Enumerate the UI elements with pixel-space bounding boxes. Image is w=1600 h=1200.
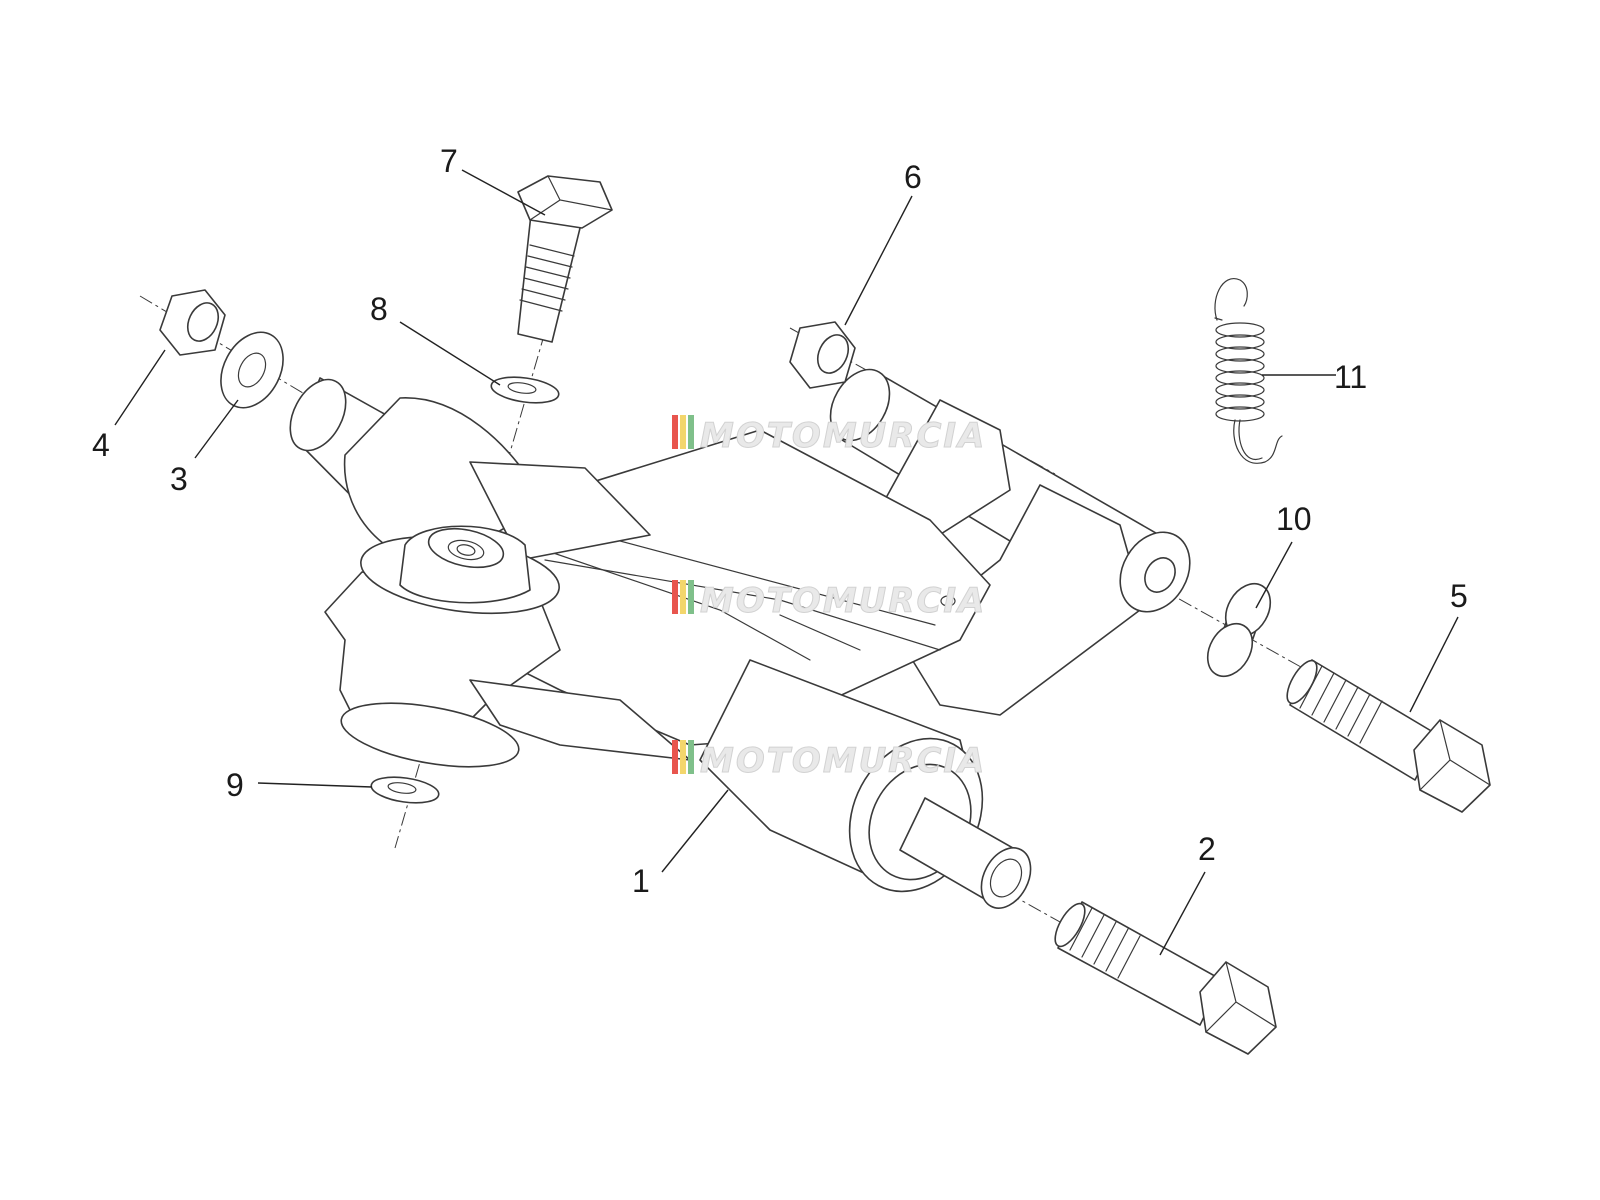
leader-9 bbox=[257, 782, 373, 788]
watermark-stripe-yellow bbox=[680, 580, 686, 614]
leader-2 bbox=[1159, 871, 1206, 956]
leader-4 bbox=[114, 349, 166, 426]
watermark-stripe-yellow bbox=[680, 415, 686, 449]
nut-6 bbox=[789, 321, 856, 389]
watermark-stripe-green bbox=[688, 740, 694, 774]
watermark-text: MOTOMURCIA bbox=[700, 741, 986, 781]
watermark-text: MOTOMURCIA bbox=[700, 416, 986, 456]
callout-5: 5 bbox=[1450, 578, 1468, 614]
leader-5 bbox=[1409, 616, 1459, 713]
callout-8: 8 bbox=[370, 291, 388, 327]
washer-8 bbox=[490, 376, 560, 404]
callout-7: 7 bbox=[440, 143, 458, 179]
washer-3 bbox=[220, 331, 284, 409]
bolt-5 bbox=[1286, 659, 1491, 813]
bushing-10 bbox=[1206, 582, 1272, 678]
callout-6: 6 bbox=[904, 159, 922, 195]
callout-4: 4 bbox=[92, 427, 110, 463]
callout-1: 1 bbox=[632, 863, 650, 899]
callout-10: 10 bbox=[1276, 501, 1312, 537]
callout-2: 2 bbox=[1198, 831, 1216, 867]
watermark: MOTOMURCIA bbox=[672, 580, 986, 622]
callouts: 1 2 3 4 5 6 7 8 9 10 11 bbox=[92, 143, 1468, 899]
nut-4 bbox=[159, 289, 226, 356]
leader-6 bbox=[844, 195, 913, 326]
bolt-7 bbox=[517, 175, 613, 343]
watermark-stripe-red bbox=[672, 740, 678, 774]
bolt-2 bbox=[1054, 901, 1277, 1055]
watermark-group: MOTOMURCIA MOTOMURCIA MOTOMURCIA bbox=[672, 415, 986, 782]
leader-3 bbox=[194, 399, 239, 459]
watermark-stripe-yellow bbox=[680, 740, 686, 774]
leader-7 bbox=[461, 169, 546, 216]
watermark-stripe-green bbox=[688, 580, 694, 614]
leader-1 bbox=[661, 789, 729, 873]
watermark: MOTOMURCIA bbox=[672, 740, 986, 782]
watermark-stripe-green bbox=[688, 415, 694, 449]
watermark-stripe-red bbox=[672, 580, 678, 614]
washer-9 bbox=[370, 776, 440, 804]
leader-lines bbox=[114, 169, 1459, 956]
callout-3: 3 bbox=[170, 461, 188, 497]
watermark-text: MOTOMURCIA bbox=[700, 581, 986, 621]
watermark-stripe-red bbox=[672, 415, 678, 449]
callout-9: 9 bbox=[226, 767, 244, 803]
watermark: MOTOMURCIA bbox=[672, 415, 986, 457]
swing-arm bbox=[289, 368, 1191, 909]
leader-8 bbox=[399, 321, 501, 386]
leader-10 bbox=[1255, 541, 1293, 609]
callout-11: 11 bbox=[1334, 359, 1367, 395]
spring-11 bbox=[1214, 278, 1283, 464]
